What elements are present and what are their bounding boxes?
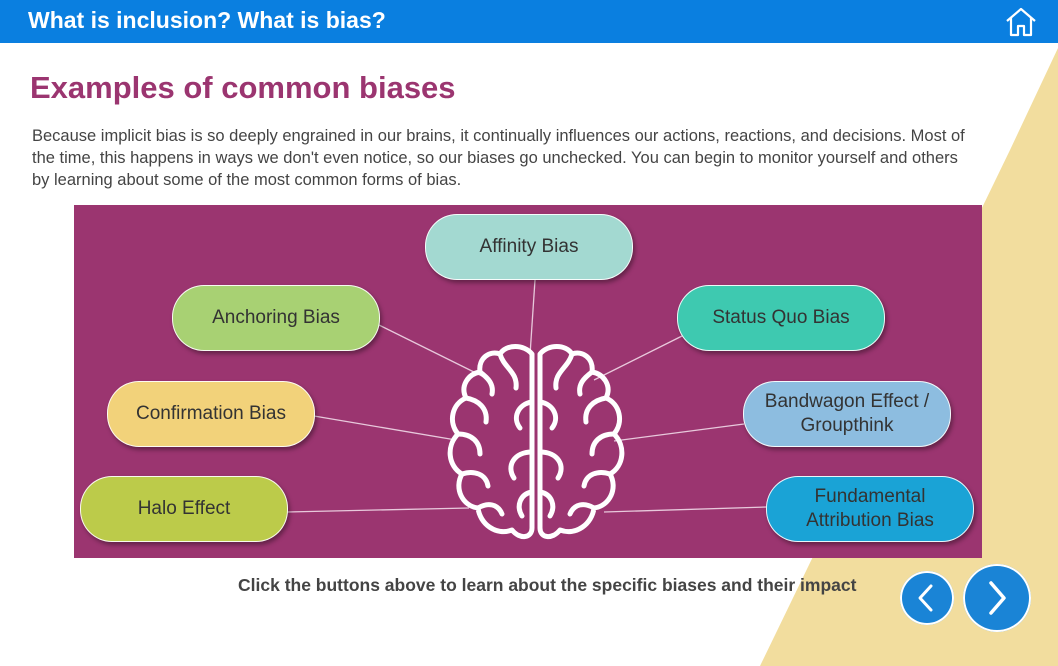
bandwagon-label-line2: Groupthink xyxy=(800,415,894,436)
previous-button[interactable] xyxy=(900,571,954,625)
anchoring-bias-button[interactable]: Anchoring Bias xyxy=(172,285,380,351)
instruction-text: Click the buttons above to learn about t… xyxy=(238,575,857,595)
confirmation-bias-label: Confirmation Bias xyxy=(136,403,286,424)
chevron-left-icon xyxy=(918,584,933,612)
page-title: Examples of common biases xyxy=(30,70,456,105)
intro-paragraph: Because implicit bias is so deeply engra… xyxy=(32,127,965,189)
halo-effect-button[interactable]: Halo Effect xyxy=(80,476,288,542)
affinity-bias-button[interactable]: Affinity Bias xyxy=(425,214,633,280)
confirmation-bias-button[interactable]: Confirmation Bias xyxy=(107,381,315,447)
home-icon xyxy=(1006,7,1036,37)
connector-lines xyxy=(286,279,768,513)
chevron-right-icon xyxy=(989,581,1006,615)
fundamental-attribution-bias-button[interactable]: Fundamental Attribution Bias xyxy=(766,476,974,542)
status-quo-bias-label: Status Quo Bias xyxy=(712,307,850,328)
header-title: What is inclusion? What is bias? xyxy=(28,7,386,33)
halo-effect-label: Halo Effect xyxy=(137,498,231,519)
brain-icon xyxy=(447,344,625,539)
next-button[interactable] xyxy=(963,564,1031,632)
anchoring-bias-label: Anchoring Bias xyxy=(212,307,340,328)
header-bar: What is inclusion? What is bias? xyxy=(0,0,1058,43)
home-button[interactable] xyxy=(1004,6,1038,38)
bias-diagram: Affinity Bias Anchoring Bias Status Quo … xyxy=(74,205,982,558)
fundamental-label-line1: Fundamental xyxy=(814,486,926,507)
affinity-bias-label: Affinity Bias xyxy=(479,236,579,257)
status-quo-bias-button[interactable]: Status Quo Bias xyxy=(677,285,885,351)
bandwagon-effect-button[interactable]: Bandwagon Effect / Groupthink xyxy=(743,381,951,447)
bandwagon-label-line1: Bandwagon Effect / xyxy=(764,391,930,412)
fundamental-label-line2: Attribution Bias xyxy=(806,510,934,531)
